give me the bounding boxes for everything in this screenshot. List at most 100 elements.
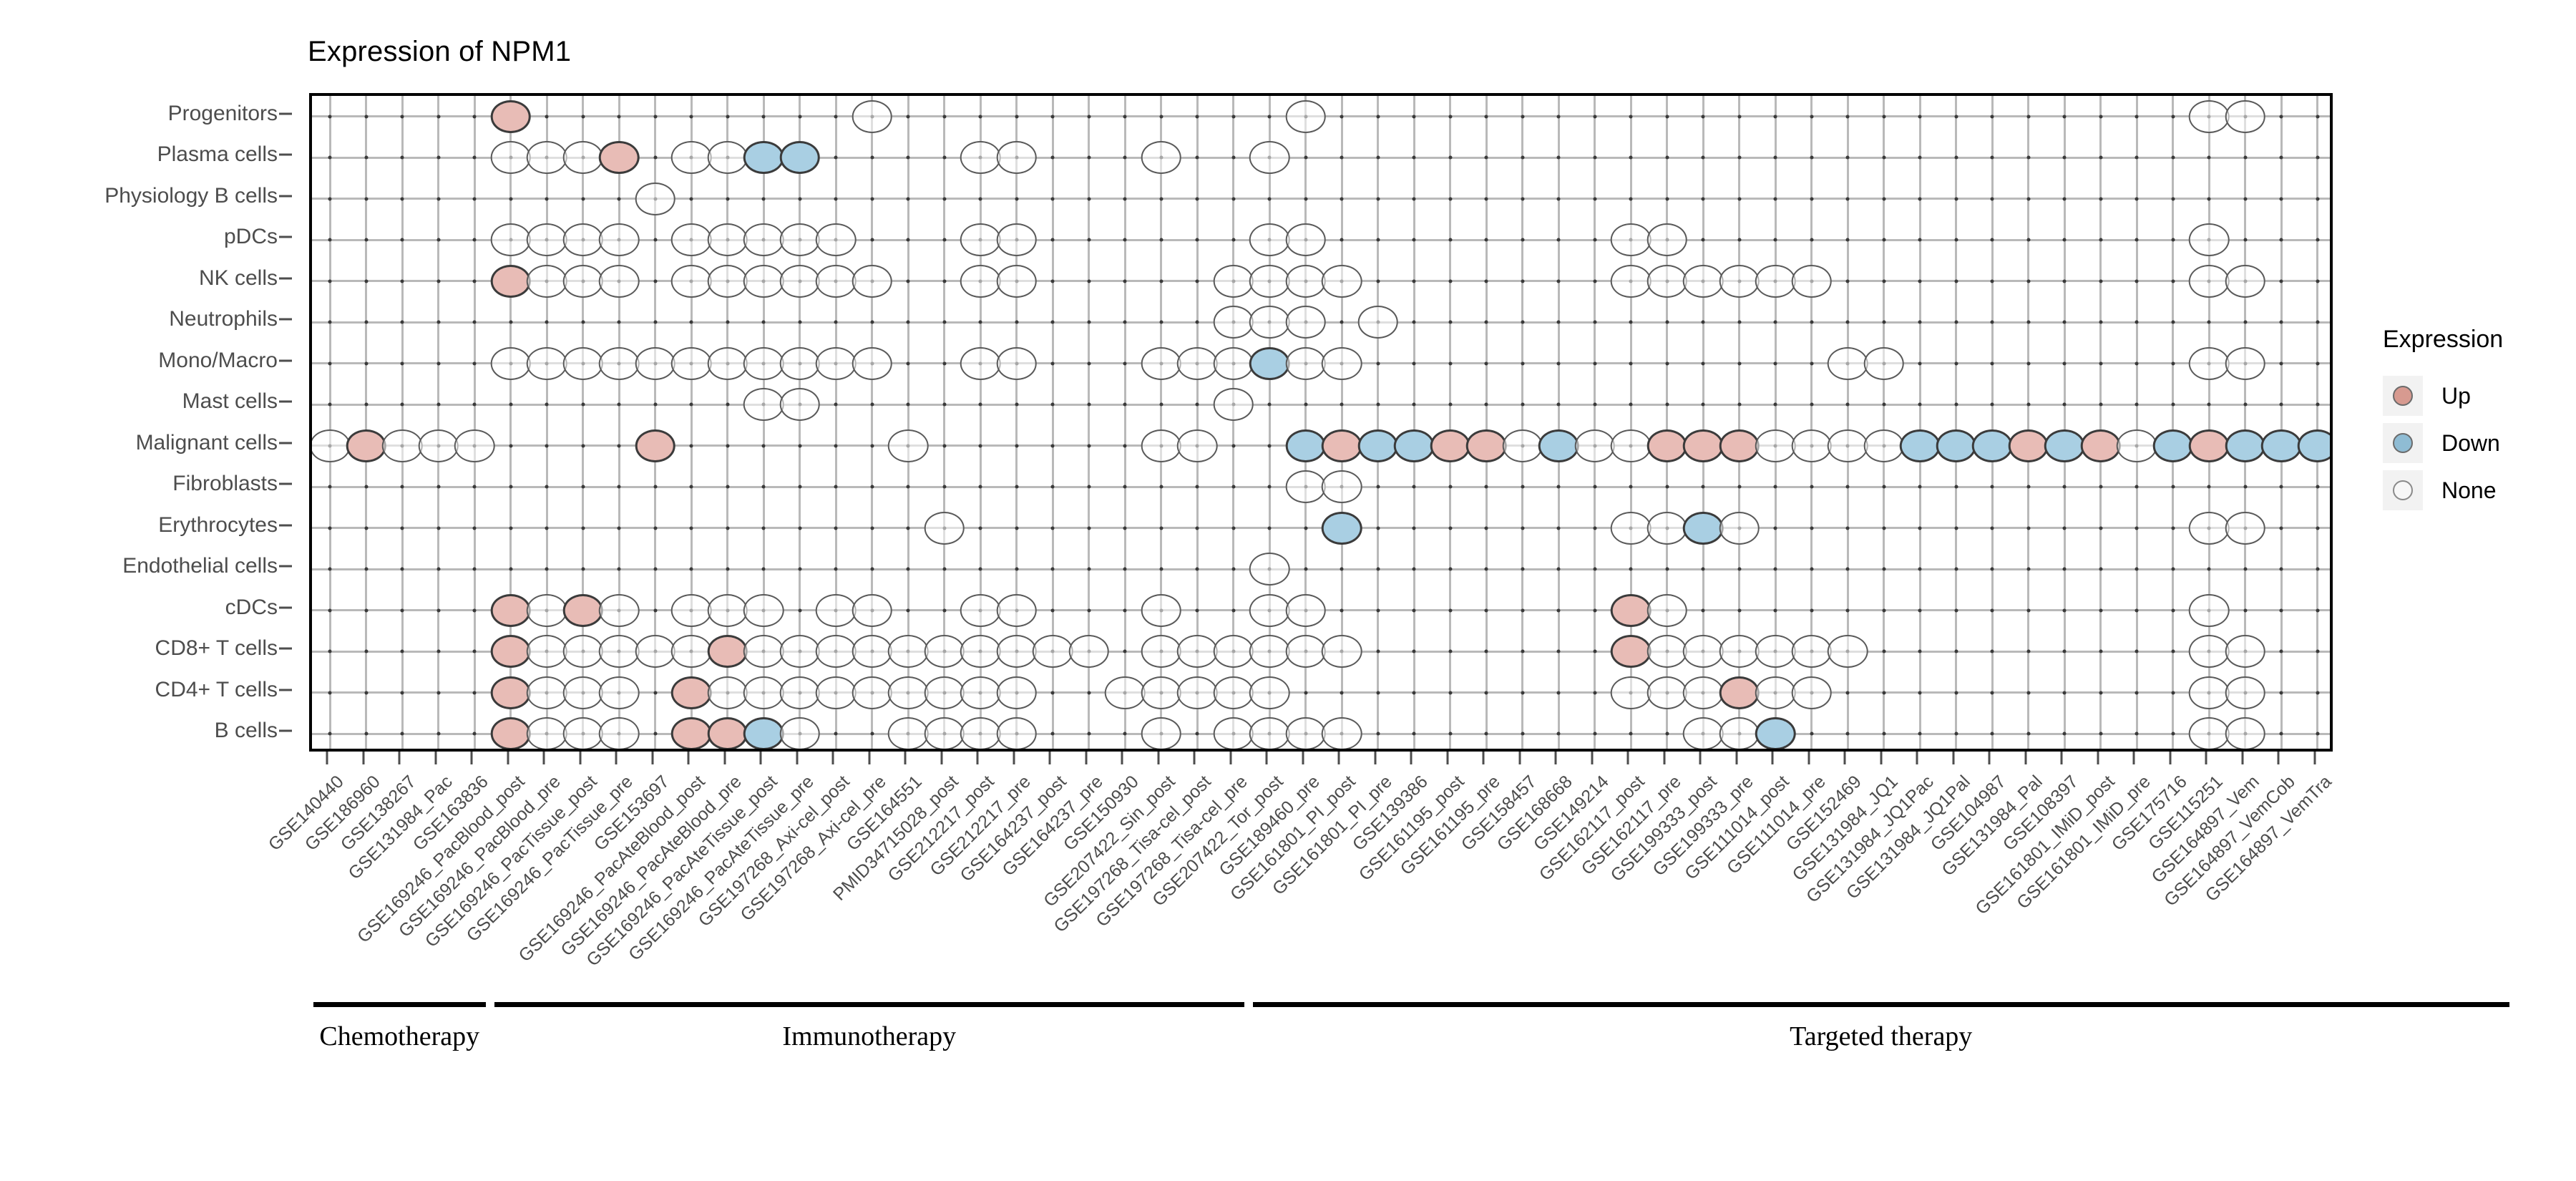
- expression-dot[interactable]: [1321, 717, 1362, 749]
- expression-dot[interactable]: [852, 635, 893, 669]
- expression-dot[interactable]: [996, 223, 1038, 257]
- legend-item-down[interactable]: Down: [2383, 419, 2569, 467]
- expression-dot[interactable]: [1574, 429, 1616, 462]
- expression-dot[interactable]: [1646, 429, 1688, 462]
- legend-item-up[interactable]: Up: [2383, 372, 2569, 419]
- expression-dot[interactable]: [418, 429, 459, 462]
- expression-dot[interactable]: [815, 676, 857, 709]
- expression-dot[interactable]: [779, 717, 821, 749]
- expression-dot[interactable]: [1610, 429, 1652, 462]
- expression-dot[interactable]: [490, 99, 532, 133]
- expression-dot[interactable]: [1141, 346, 1182, 380]
- expression-dot[interactable]: [1213, 388, 1254, 422]
- expression-dot[interactable]: [1610, 635, 1652, 669]
- expression-dot[interactable]: [1646, 635, 1688, 669]
- expression-dot[interactable]: [887, 429, 929, 462]
- expression-dot[interactable]: [924, 511, 965, 545]
- expression-dot[interactable]: [2188, 717, 2230, 749]
- expression-dot[interactable]: [526, 635, 567, 669]
- expression-dot[interactable]: [1791, 635, 1833, 669]
- expression-dot[interactable]: [1285, 99, 1327, 133]
- expression-dot[interactable]: [1321, 346, 1362, 380]
- expression-dot[interactable]: [670, 593, 712, 627]
- expression-dot[interactable]: [960, 717, 1001, 749]
- expression-dot[interactable]: [779, 635, 821, 669]
- expression-dot[interactable]: [1393, 429, 1435, 462]
- expression-dot[interactable]: [2260, 429, 2302, 462]
- expression-dot[interactable]: [887, 676, 929, 709]
- expression-dot[interactable]: [1863, 346, 1905, 380]
- expression-dot[interactable]: [1141, 676, 1182, 709]
- expression-dot[interactable]: [2188, 429, 2230, 462]
- expression-dot[interactable]: [346, 429, 387, 462]
- expression-dot[interactable]: [670, 676, 712, 709]
- expression-dot[interactable]: [635, 182, 676, 215]
- expression-dot[interactable]: [562, 346, 604, 380]
- expression-dot[interactable]: [2044, 429, 2085, 462]
- expression-dot[interactable]: [1249, 141, 1290, 175]
- expression-dot[interactable]: [1285, 593, 1327, 627]
- expression-dot[interactable]: [707, 346, 748, 380]
- expression-dot[interactable]: [1141, 429, 1182, 462]
- expression-dot[interactable]: [1646, 676, 1688, 709]
- expression-dot[interactable]: [1104, 676, 1146, 709]
- expression-dot[interactable]: [779, 676, 821, 709]
- expression-dot[interactable]: [490, 346, 532, 380]
- expression-dot[interactable]: [743, 141, 784, 175]
- expression-dot[interactable]: [779, 264, 821, 298]
- expression-dot[interactable]: [2080, 429, 2122, 462]
- expression-dot[interactable]: [852, 99, 893, 133]
- expression-dot[interactable]: [381, 429, 423, 462]
- expression-dot[interactable]: [490, 264, 532, 298]
- expression-dot[interactable]: [707, 593, 748, 627]
- expression-dot[interactable]: [2008, 429, 2049, 462]
- expression-dot[interactable]: [2297, 429, 2330, 462]
- expression-dot[interactable]: [924, 676, 965, 709]
- expression-dot[interactable]: [996, 264, 1038, 298]
- expression-dot[interactable]: [562, 223, 604, 257]
- expression-dot[interactable]: [1213, 635, 1254, 669]
- expression-dot[interactable]: [562, 593, 604, 627]
- expression-dot[interactable]: [490, 141, 532, 175]
- expression-dot[interactable]: [707, 676, 748, 709]
- expression-dot[interactable]: [635, 346, 676, 380]
- expression-dot[interactable]: [960, 141, 1001, 175]
- expression-dot[interactable]: [1285, 223, 1327, 257]
- expression-dot[interactable]: [707, 264, 748, 298]
- expression-dot[interactable]: [598, 635, 640, 669]
- expression-dot[interactable]: [1213, 717, 1254, 749]
- expression-dot[interactable]: [996, 346, 1038, 380]
- expression-dot[interactable]: [1610, 264, 1652, 298]
- expression-dot[interactable]: [1430, 429, 1471, 462]
- expression-dot[interactable]: [743, 676, 784, 709]
- expression-dot[interactable]: [1719, 264, 1760, 298]
- expression-dot[interactable]: [1141, 717, 1182, 749]
- expression-dot[interactable]: [2225, 717, 2266, 749]
- expression-dot[interactable]: [1285, 264, 1327, 298]
- expression-dot[interactable]: [598, 264, 640, 298]
- expression-dot[interactable]: [1285, 429, 1327, 462]
- expression-dot[interactable]: [779, 223, 821, 257]
- expression-dot[interactable]: [1249, 676, 1290, 709]
- expression-dot[interactable]: [1502, 429, 1543, 462]
- expression-dot[interactable]: [707, 717, 748, 749]
- expression-dot[interactable]: [1465, 429, 1507, 462]
- expression-dot[interactable]: [996, 717, 1038, 749]
- expression-dot[interactable]: [2188, 635, 2230, 669]
- expression-dot[interactable]: [1719, 717, 1760, 749]
- expression-dot[interactable]: [924, 635, 965, 669]
- expression-dot[interactable]: [1682, 429, 1724, 462]
- expression-dot[interactable]: [1610, 223, 1652, 257]
- expression-dot[interactable]: [1646, 593, 1688, 627]
- expression-dot[interactable]: [2116, 429, 2157, 462]
- expression-dot[interactable]: [1682, 511, 1724, 545]
- expression-dot[interactable]: [960, 264, 1001, 298]
- expression-dot[interactable]: [743, 593, 784, 627]
- expression-dot[interactable]: [1936, 429, 1977, 462]
- expression-dot[interactable]: [670, 264, 712, 298]
- expression-dot[interactable]: [598, 593, 640, 627]
- expression-dot[interactable]: [1141, 593, 1182, 627]
- expression-dot[interactable]: [1321, 429, 1362, 462]
- expression-dot[interactable]: [1899, 429, 1941, 462]
- expression-dot[interactable]: [996, 635, 1038, 669]
